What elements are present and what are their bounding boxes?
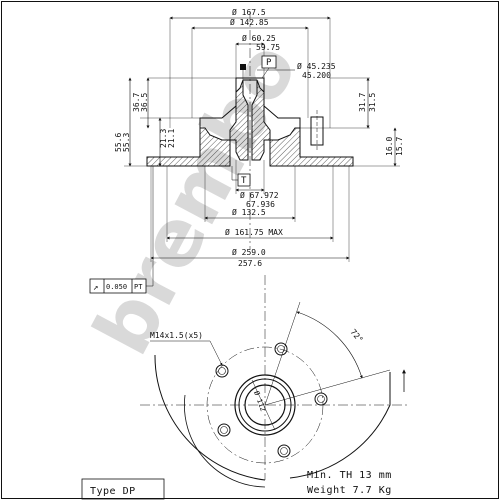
dim-h5a: 16.0 bbox=[385, 137, 394, 156]
dim-d3-lower: 59.75 bbox=[256, 43, 280, 52]
tolerance-value: 0.050 bbox=[106, 283, 127, 291]
section-view: Ø 167.5 Ø 142.85 Ø 60.25 59.75 P Ø 45.23… bbox=[89, 7, 404, 294]
dim-h4b: 31.5 bbox=[368, 93, 377, 112]
hub-bore bbox=[244, 384, 286, 426]
angle-arc bbox=[296, 311, 363, 379]
dim-h1a: 36.7 bbox=[132, 93, 141, 112]
datum-t: T bbox=[241, 176, 247, 186]
dim-h1b: 36.5 bbox=[140, 93, 149, 112]
dim-d6: Ø 132.5 bbox=[232, 207, 266, 217]
thread-callout: M14x1.5(x5) bbox=[150, 331, 203, 340]
bolt-hole-4 bbox=[217, 423, 231, 437]
angle-label: 72° bbox=[348, 328, 364, 345]
dim-d7: Ø 161.75 MAX bbox=[225, 227, 283, 237]
weight: Weight 7.7 Kg bbox=[307, 485, 392, 496]
disc-section-right bbox=[251, 79, 354, 167]
dim-d3-upper: Ø 60.25 bbox=[242, 33, 276, 43]
min-thickness: Min. TH 13 mm bbox=[307, 470, 392, 481]
dim-h4a: 31.7 bbox=[358, 93, 367, 112]
hub-outline bbox=[199, 77, 301, 128]
dim-h5b: 15.7 bbox=[395, 137, 404, 156]
dim-d4-upper: Ø 45.235 bbox=[297, 61, 336, 71]
dim-h2b: 55.3 bbox=[122, 133, 131, 152]
dim-d4-lower: 45.200 bbox=[302, 71, 331, 80]
tolerance-symbol: ↗ bbox=[93, 283, 98, 293]
dim-d5-lower: 67.936 bbox=[246, 200, 275, 209]
type-label: Type DP bbox=[90, 486, 136, 497]
disc-section-left bbox=[146, 79, 249, 167]
dim-d5-upper: Ø 67.972 bbox=[240, 190, 279, 200]
disc-inner-edge bbox=[184, 394, 266, 488]
dim-d8-lower: 257.6 bbox=[238, 259, 262, 268]
dim-d8-upper: Ø 259.0 bbox=[232, 247, 266, 257]
dim-h3b: 21.1 bbox=[167, 129, 176, 148]
type-box bbox=[81, 478, 165, 500]
hub-ring-middle bbox=[238, 378, 292, 432]
dim-d2: Ø 142.85 bbox=[230, 17, 269, 27]
bolt-hole-3 bbox=[277, 444, 291, 458]
bolt-hole-2 bbox=[314, 392, 328, 406]
brembo-watermark: brembo bbox=[77, 28, 315, 369]
hub-ring-outer bbox=[234, 374, 296, 436]
tolerance-ref: PT bbox=[134, 283, 143, 291]
datum-p: P bbox=[266, 58, 272, 68]
dim-d1: Ø 167.5 bbox=[232, 7, 266, 17]
dim-h3a: 21.3 bbox=[159, 129, 168, 148]
disc-outer-edge bbox=[154, 354, 391, 481]
center-diameter: Ø 112 bbox=[252, 390, 267, 413]
bolt-hole-1 bbox=[274, 342, 288, 356]
dim-h2a: 55.6 bbox=[114, 133, 123, 152]
